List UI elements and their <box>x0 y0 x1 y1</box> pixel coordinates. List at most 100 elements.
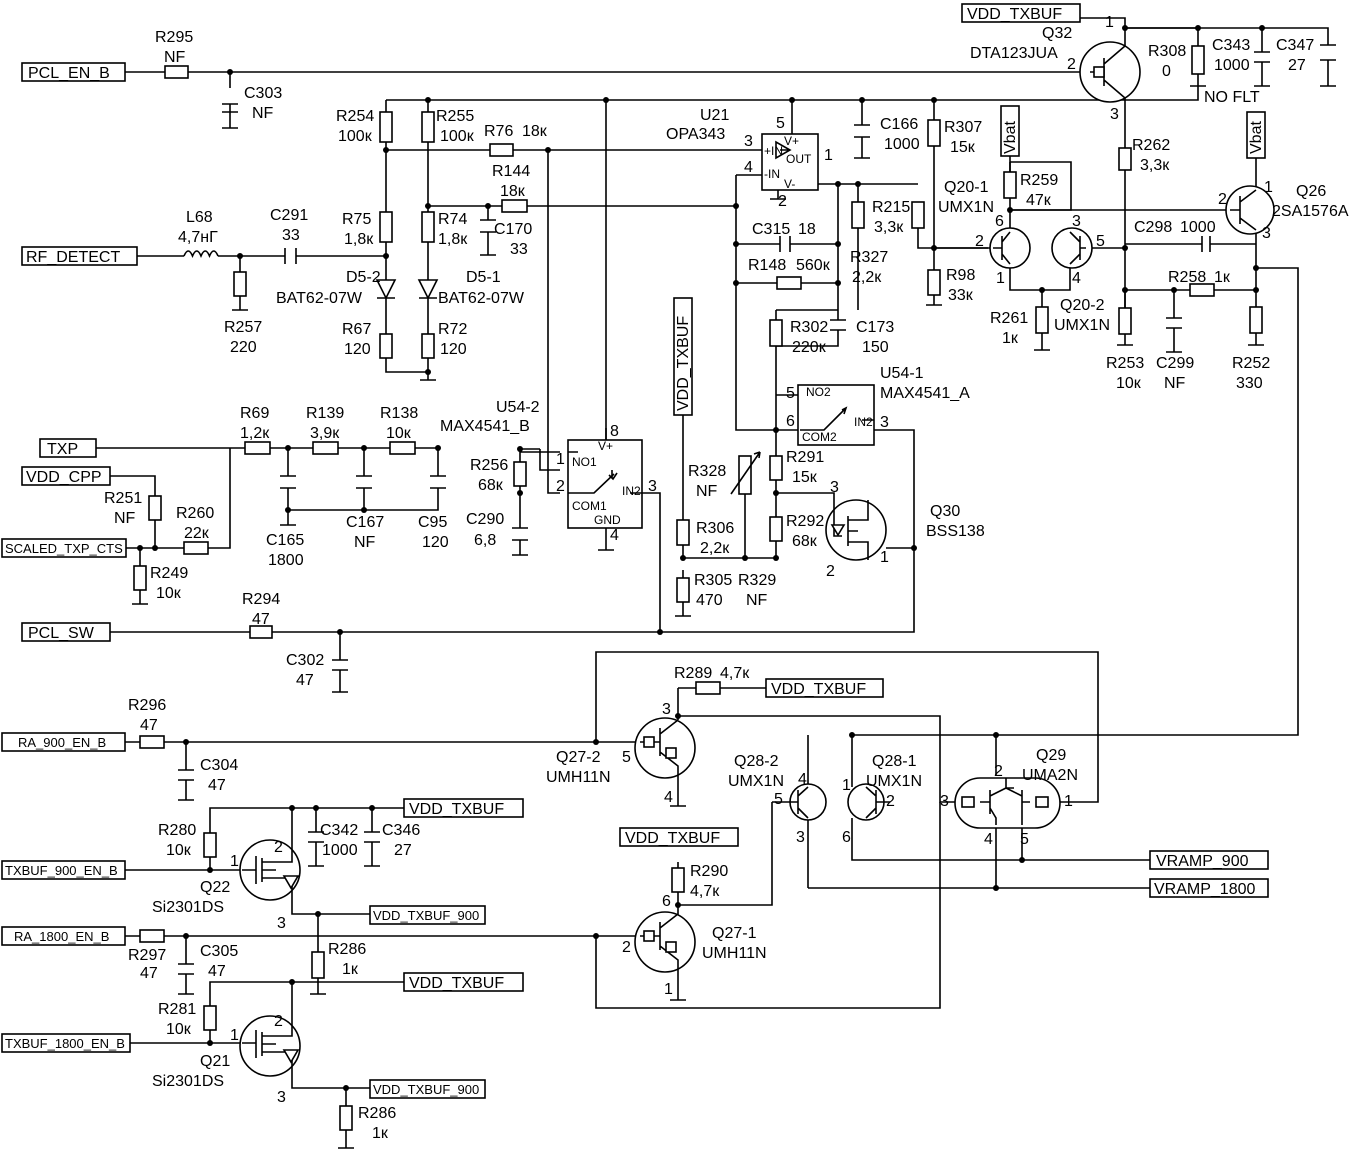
label-c303-val: NF <box>252 105 274 122</box>
label-r144-val: 18к <box>500 183 526 200</box>
pin-label: IN2 <box>854 415 873 429</box>
pin-label: 2 <box>1218 191 1227 208</box>
resistor-r286a <box>311 951 325 979</box>
label-r302-ref: R302 <box>790 319 828 336</box>
transistor-q26 <box>1225 185 1275 235</box>
pin-label: V+ <box>598 439 613 453</box>
resistor-r302 <box>769 319 783 347</box>
label-r296-ref: R296 <box>128 697 166 714</box>
pin-label: 2 <box>778 193 787 210</box>
label-q27-1-ref: Q27-1 <box>712 925 757 942</box>
pin-label: 4 <box>1072 270 1081 287</box>
label-q28-1-val: UMX1N <box>866 773 922 790</box>
label-r74-val: 1,8к <box>438 231 468 248</box>
resistor-r251 <box>148 495 162 521</box>
pin-label: 6 <box>662 893 671 910</box>
label-q28-2-val: UMX1N <box>728 773 784 790</box>
port-vdd-txbuf-900-b-label: VDD_TXBUF_900 <box>373 1082 479 1097</box>
pin-label: COM2 <box>802 430 837 444</box>
label-c290-ref: C290 <box>466 511 504 528</box>
label-c347-val: 27 <box>1288 57 1306 74</box>
label-r249-ref: R249 <box>150 565 188 582</box>
pin-label: 1 <box>230 853 239 870</box>
label-q22-val: Si2301DS <box>152 899 224 916</box>
resistor-r308 <box>1191 45 1205 75</box>
resistor-r148 <box>776 276 802 290</box>
label-r251-ref: R251 <box>104 490 142 507</box>
resistor-r76 <box>489 143 514 157</box>
port-rf-detect <box>21 246 138 266</box>
junctions <box>137 25 1265 1091</box>
port-ra-1800-en-b-label: RA_1800_EN_B <box>14 929 109 944</box>
resistor-r253 <box>1118 307 1132 335</box>
pin-label: 1 <box>556 451 565 468</box>
pin-label: 6 <box>842 829 851 846</box>
label-r138-ref: R138 <box>380 405 418 422</box>
label-c342-ref: C342 <box>320 822 358 839</box>
pin-label: V+ <box>784 134 799 148</box>
label-r327-val: 2,2к <box>852 269 882 286</box>
label-r98-ref: R98 <box>946 267 975 284</box>
transistor-q22 <box>239 839 301 901</box>
passives <box>183 236 1211 300</box>
label-r327-ref: R327 <box>850 249 888 266</box>
transistor-q32 <box>1079 28 1141 118</box>
pin-label: 3 <box>277 1089 286 1106</box>
port-vdd-txbuf-vertical-label: VDD_TXBUF <box>675 316 692 411</box>
port-pcl-en-b <box>21 62 126 82</box>
label-c302-val: 47 <box>296 672 314 689</box>
label-c299-ref: C299 <box>1156 355 1194 372</box>
label-r139-ref: R139 <box>306 405 344 422</box>
capacitor-c315 <box>779 236 791 252</box>
label-c165-val: 1800 <box>268 552 304 569</box>
label-c298-val: 1000 <box>1180 219 1216 236</box>
label-r138-val: 10к <box>386 425 412 442</box>
label-r255-ref: R255 <box>436 108 474 125</box>
label-r290-val: 4,7к <box>690 883 720 900</box>
pin-label: 1 <box>880 549 889 566</box>
switch-u54-1 <box>797 384 875 446</box>
label-r289-val: 4,7к <box>720 665 750 682</box>
pin-label: 3 <box>880 414 889 431</box>
label-r291-val: 15к <box>792 469 818 486</box>
label-r260-ref: R260 <box>176 505 214 522</box>
label-r297-val: 47 <box>140 965 158 982</box>
label-q21-ref: Q21 <box>200 1053 230 1070</box>
pin-label: 3 <box>1262 225 1271 242</box>
port-txbuf-1800-en-b <box>1 1033 131 1053</box>
port-vbat-q26-label: Vbat <box>1248 121 1265 154</box>
label-u21-ref: U21 <box>700 107 729 124</box>
label-r295-val: NF <box>164 49 186 66</box>
label-r308-val: 0 <box>1162 63 1171 80</box>
label-r98-val: 33к <box>948 287 974 304</box>
pin-label: 5 <box>1096 233 1105 250</box>
label-r280-ref: R280 <box>158 822 196 839</box>
transistor-q27-1 <box>634 908 696 976</box>
pin-label: 1 <box>230 1027 239 1044</box>
port-vbat-q20-label: Vbat <box>1002 121 1019 154</box>
port-vdd-txbuf-q21-label: VDD_TXBUF <box>409 975 504 992</box>
resistor-r72 <box>421 333 435 359</box>
label-r259-val: 47к <box>1026 192 1052 209</box>
pin-labels: 1 2 3 5 3 4 1 2 V+ +IN OUT -IN V- 1 2 3 … <box>230 14 1273 1106</box>
port-vdd-txbuf-r289-label: VDD_TXBUF <box>771 681 866 698</box>
label-q26-val: 2SA1576A <box>1272 203 1349 220</box>
port-pcl-sw-label: PCL_SW <box>28 625 95 642</box>
transistor-q27-2 <box>634 717 696 780</box>
transistor-q30 <box>825 499 914 561</box>
resistor-r294 <box>249 625 273 639</box>
diode-d5-2 <box>375 279 397 300</box>
pin-label: 3 <box>1072 213 1081 230</box>
resistor-r75 <box>379 211 393 243</box>
label-r253-val: 10к <box>1116 375 1142 392</box>
pin-label: 2 <box>622 939 631 956</box>
label-r305-ref: R305 <box>694 572 732 589</box>
pin-label: V- <box>784 177 795 191</box>
label-r261-val: 1к <box>1002 330 1019 347</box>
resistor-r138 <box>389 441 416 455</box>
port-vdd-cpp-label: VDD_CPP <box>26 469 102 486</box>
pin-label: 5 <box>1020 831 1029 848</box>
pin-label: 2 <box>1067 56 1076 73</box>
label-c305-ref: C305 <box>200 943 238 960</box>
port-txp-label: TXP <box>47 441 78 458</box>
